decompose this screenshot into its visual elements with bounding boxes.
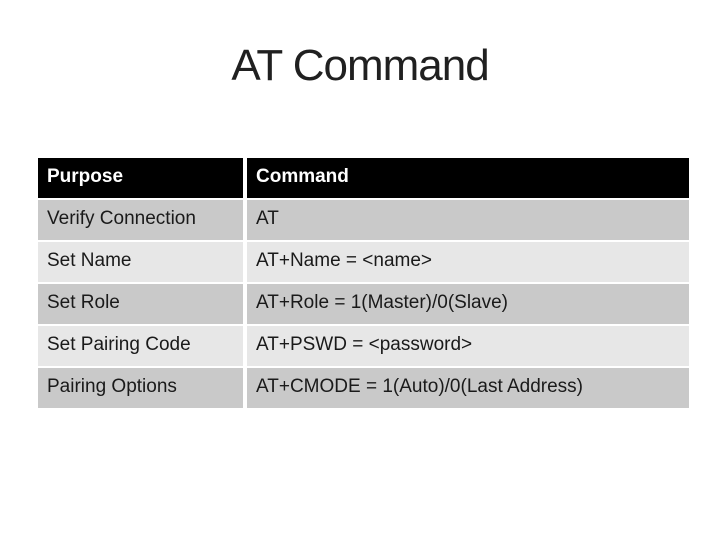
cell-purpose-pairing-options: Pairing Options xyxy=(38,368,243,408)
cell-command-set-role: AT+Role = 1(Master)/0(Slave) xyxy=(247,284,689,324)
page-title: AT Command xyxy=(231,41,489,90)
cell-command-pairing-options: AT+CMODE = 1(Auto)/0(Last Address) xyxy=(247,368,689,408)
cell-purpose-set-name: Set Name xyxy=(38,242,243,282)
header-cell-purpose: Purpose xyxy=(38,158,243,198)
header-cell-command: Command xyxy=(247,158,689,198)
cell-command-verify-connection: AT xyxy=(247,200,689,240)
cell-command-set-pairing-code: AT+PSWD = <password> xyxy=(247,326,689,366)
cell-purpose-set-pairing-code: Set Pairing Code xyxy=(38,326,243,366)
cell-purpose-verify-connection: Verify Connection xyxy=(38,200,243,240)
cell-command-set-name: AT+Name = <name> xyxy=(247,242,689,282)
command-table: Purpose Command Verify Connection AT Set… xyxy=(38,158,689,408)
cell-purpose-set-role: Set Role xyxy=(38,284,243,324)
